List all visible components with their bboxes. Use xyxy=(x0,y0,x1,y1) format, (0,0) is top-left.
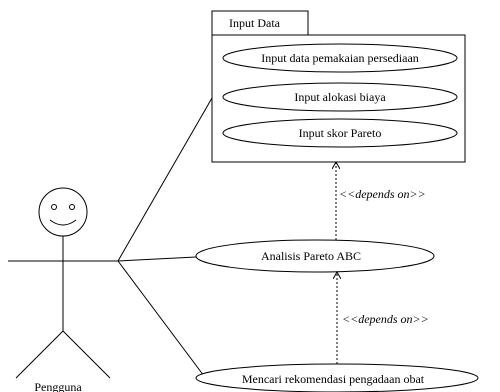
actor-name: Pengguna xyxy=(34,380,82,392)
use-case-input-skor-pareto-label: Input skor Pareto xyxy=(299,126,382,140)
actor-pengguna: Pengguna xyxy=(8,187,118,392)
use-case-input-skor-pareto xyxy=(222,118,458,148)
use-case-analisis-pareto-label: Analisis Pareto ABC xyxy=(261,249,361,263)
actor-right-leg xyxy=(62,330,111,379)
actor-head xyxy=(38,187,88,237)
input-data-package: Input Data Input data pemakaian persedia… xyxy=(211,10,466,163)
dependency-upper-label: <<depends on>> xyxy=(339,187,426,201)
dependency-lower-label: <<depends on>> xyxy=(342,312,429,326)
association-actor-package xyxy=(117,97,213,262)
package-title: Input Data xyxy=(229,16,281,30)
use-case-input-data-pemakaian-label: Input data pemakaian persediaan xyxy=(261,51,419,65)
actor-left-eye xyxy=(51,204,57,210)
association-actor-analysis xyxy=(117,256,197,262)
use-case-input-alokasi-biaya xyxy=(222,82,458,112)
actor-smile xyxy=(49,219,77,226)
use-case-input-data-pemakaian xyxy=(222,43,458,73)
actor-right-eye xyxy=(69,204,75,210)
use-case-analisis-pareto xyxy=(195,239,435,273)
use-case-input-alokasi-biaya-label: Input alokasi biaya xyxy=(294,90,386,104)
association-actor-recommendation xyxy=(117,260,205,377)
actor-left-leg xyxy=(15,330,64,379)
use-case-mencari-rekomendasi-label: Mencari rekomendasi pengadaan obat xyxy=(242,372,425,386)
package-tab xyxy=(211,10,309,36)
